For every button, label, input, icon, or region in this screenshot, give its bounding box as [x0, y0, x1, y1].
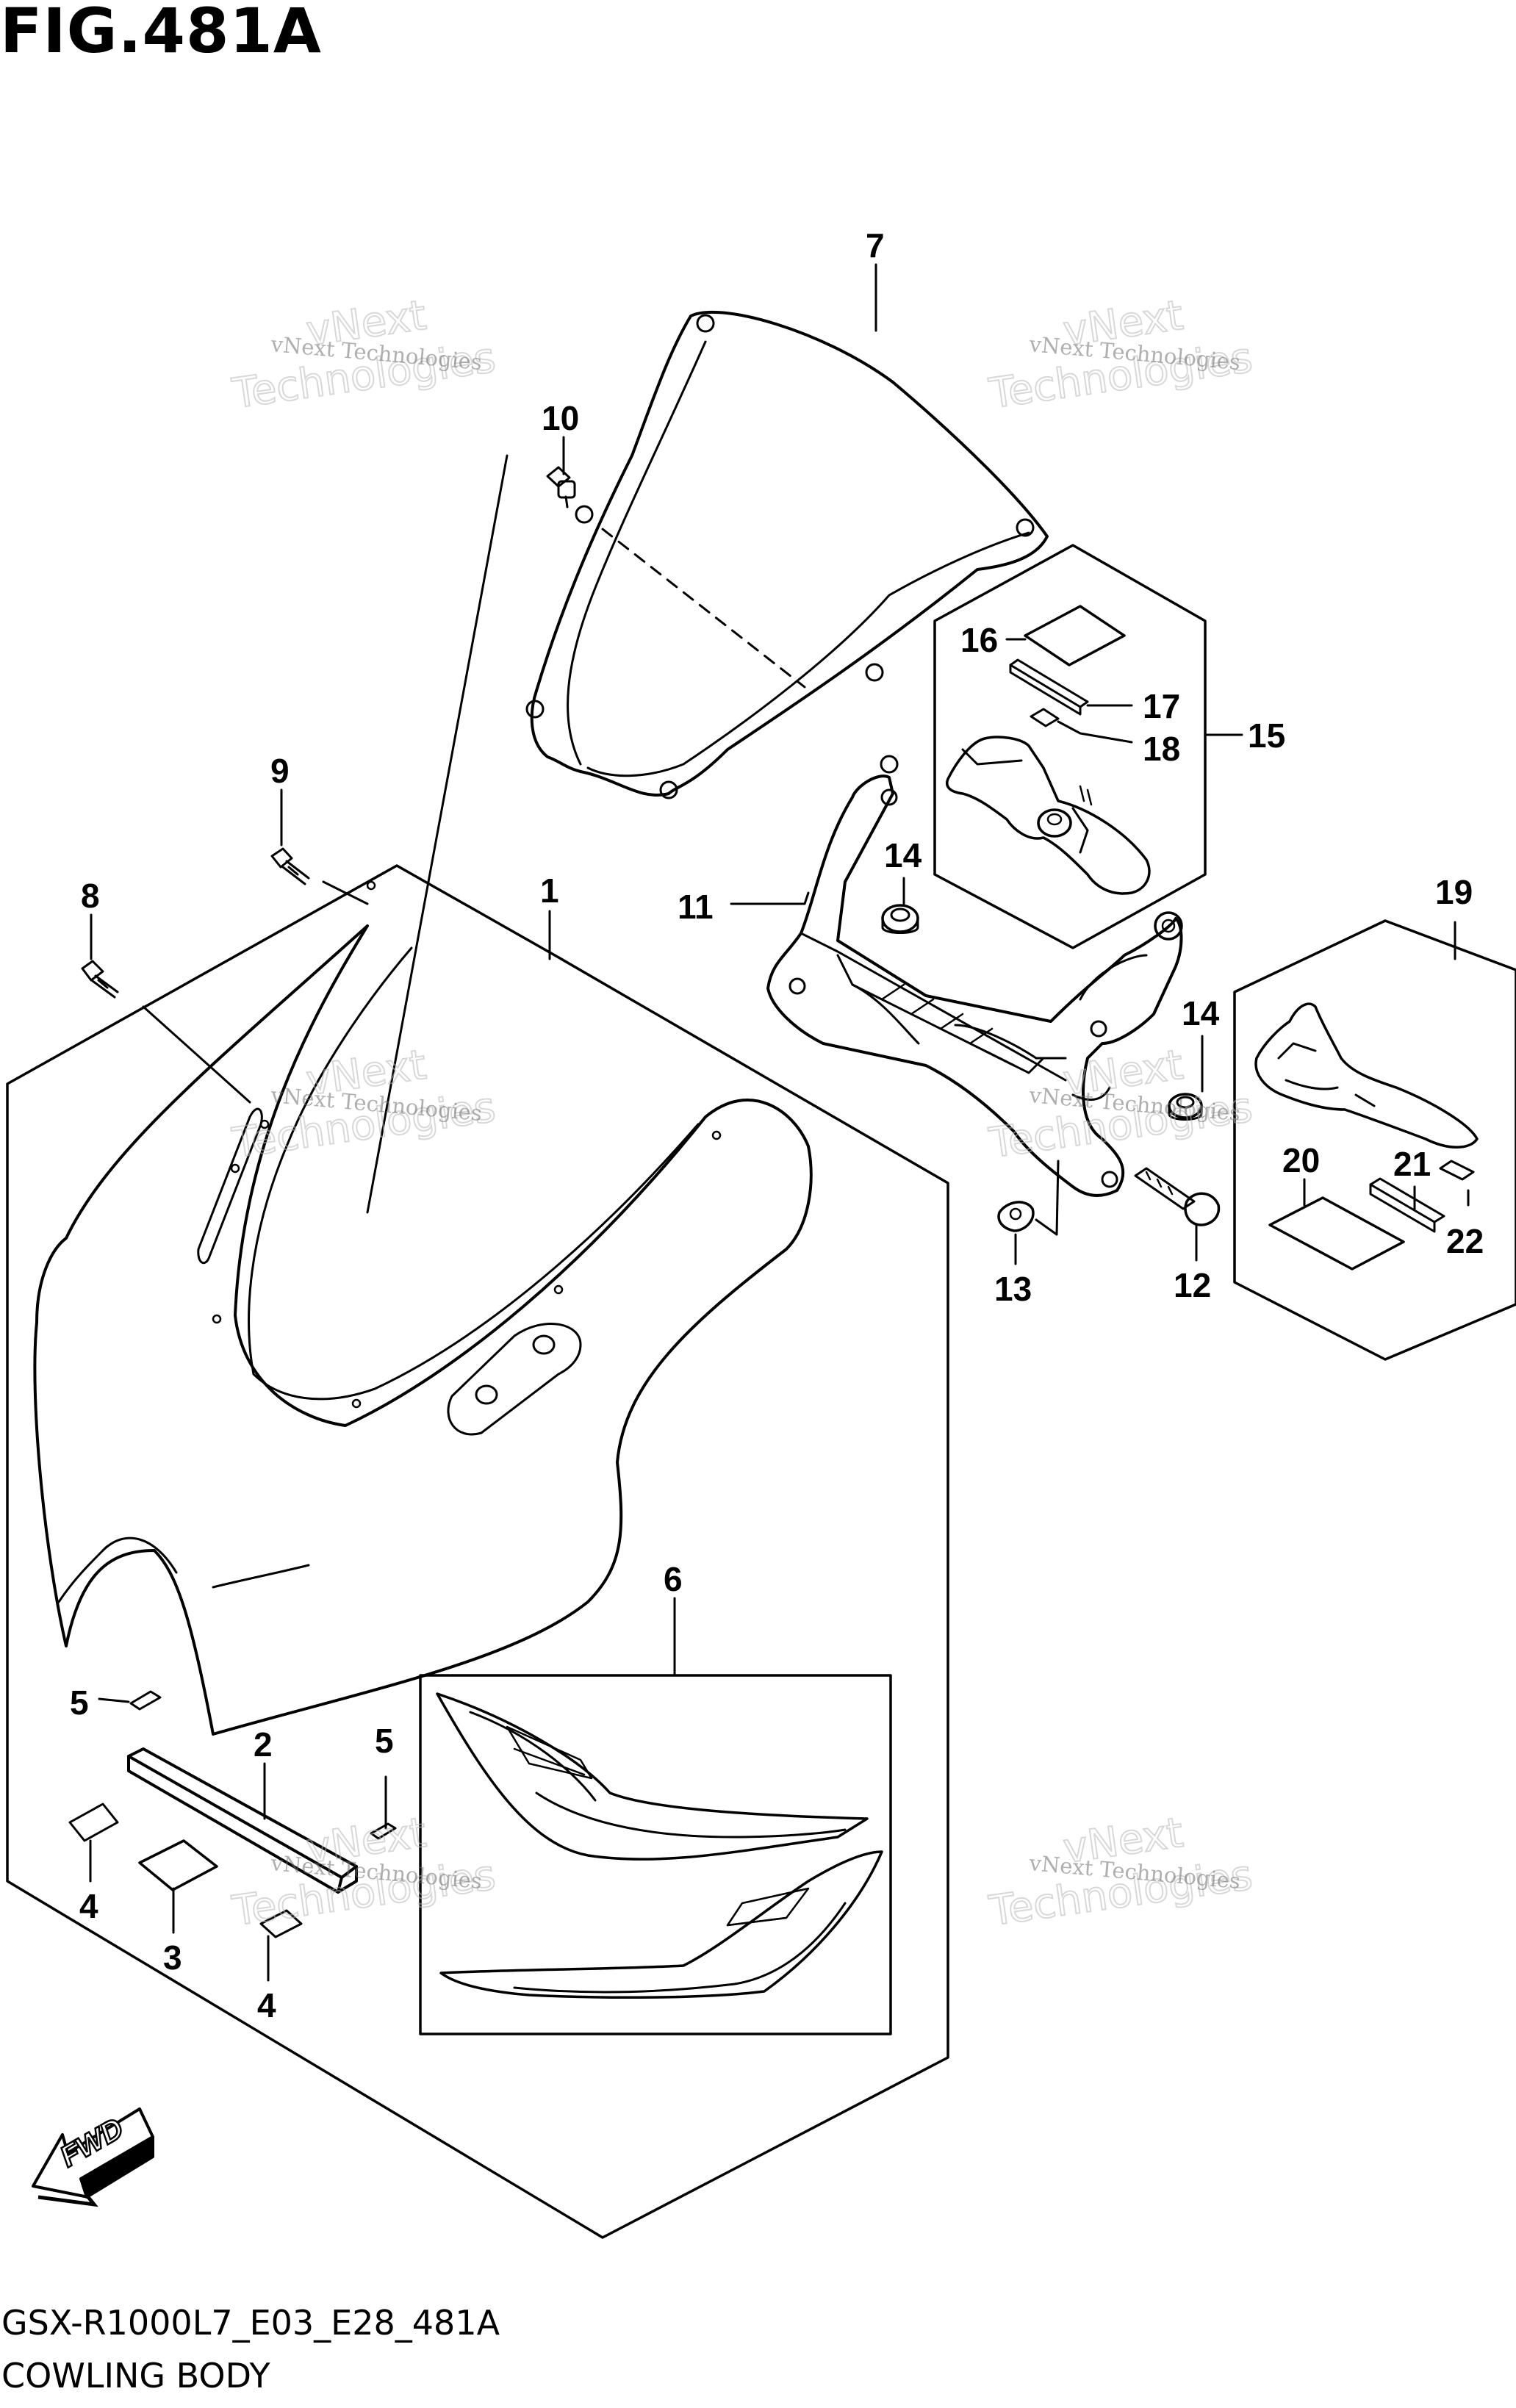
callout-1: 1	[540, 871, 559, 910]
strip-part-21	[1369, 1177, 1445, 1233]
callout-22: 22	[1446, 1222, 1484, 1260]
pad-part-3	[138, 1839, 218, 1891]
callout-4b: 4	[257, 1986, 276, 2024]
callout-19: 19	[1435, 873, 1473, 911]
callout-5b: 5	[375, 1722, 394, 1760]
bolt-part-12	[1134, 1167, 1221, 1226]
callout-6: 6	[664, 1560, 683, 1598]
latch-assembly-part-15	[946, 736, 1151, 895]
clip-part-22	[1439, 1160, 1475, 1181]
callout-8: 8	[81, 877, 100, 915]
pad-part-4b	[259, 1909, 303, 1938]
leader-18	[1057, 720, 1133, 744]
leader-11	[730, 891, 810, 905]
decal-part-6	[436, 1692, 883, 1999]
callout-7: 7	[866, 226, 885, 265]
leader-10-to-cowling	[366, 454, 509, 1214]
callout-11: 11	[678, 888, 714, 926]
strip-part-17	[1009, 658, 1089, 708]
callout-18: 18	[1143, 730, 1180, 768]
clip-part-5b	[370, 1822, 397, 1840]
clip-part-18	[1030, 708, 1060, 727]
callout-15: 15	[1248, 716, 1285, 755]
bracket-part-11	[766, 774, 1183, 1197]
sheet-part-16	[1024, 605, 1126, 666]
grommet-part-14b	[1168, 1093, 1203, 1121]
screw-part-10	[546, 466, 576, 508]
callout-4a: 4	[79, 1887, 98, 1925]
cowling-assembly-outline	[6, 864, 949, 2239]
leader-13-to-bracket	[1035, 1160, 1060, 1236]
callout-5a: 5	[70, 1683, 89, 1722]
callout-2: 2	[254, 1725, 273, 1764]
footer-section-name: COWLING BODY	[1, 2356, 270, 2396]
callout-12: 12	[1174, 1266, 1211, 1304]
footer-model-code: GSX-R1000L7_E03_E28_481A	[1, 2303, 500, 2343]
seal-strip-part-2	[127, 1747, 358, 1894]
nut-part-13	[997, 1201, 1035, 1232]
callout-21: 21	[1393, 1145, 1431, 1183]
leader-5a	[98, 1697, 130, 1703]
screw-part-8	[81, 960, 119, 999]
screw-part-9	[270, 847, 310, 885]
windscreen-part-7	[525, 310, 1049, 799]
windscreen-dashed-leader	[601, 528, 806, 689]
grommet-part-14a	[881, 904, 919, 934]
upper-cowling-part-1	[33, 880, 813, 1736]
latch-assembly-part-19	[1254, 1002, 1479, 1149]
callout-9: 9	[270, 752, 290, 790]
callout-17: 17	[1143, 687, 1180, 725]
callout-16: 16	[960, 621, 998, 659]
figure-title: FIG.481A	[0, 0, 322, 67]
callout-labels: 1 2 3 4 4 5 5 6 7 8 9 10 11 12 13 14 14 …	[70, 226, 1484, 2024]
watermark-group: vNext Technologies vNext Technologies vN…	[229, 291, 1256, 1936]
leader-9-to-cowling	[322, 880, 369, 905]
kit-outline-part-15	[933, 544, 1207, 949]
callout-13: 13	[994, 1270, 1032, 1308]
callout-14b: 14	[1182, 994, 1220, 1032]
kit-outline-part-19	[1233, 919, 1516, 1361]
fwd-arrow: FWD	[32, 2107, 154, 2207]
clip-part-5a	[129, 1690, 162, 1711]
callout-14a: 14	[884, 836, 922, 874]
callout-20: 20	[1282, 1141, 1320, 1179]
callout-3: 3	[163, 1938, 182, 1977]
sheet-part-20	[1268, 1196, 1405, 1271]
leader-8-to-cowling	[142, 1005, 251, 1104]
decal-set-box-part-6	[419, 1674, 892, 2035]
callout-10: 10	[542, 399, 579, 437]
pad-part-4a	[68, 1803, 119, 1842]
